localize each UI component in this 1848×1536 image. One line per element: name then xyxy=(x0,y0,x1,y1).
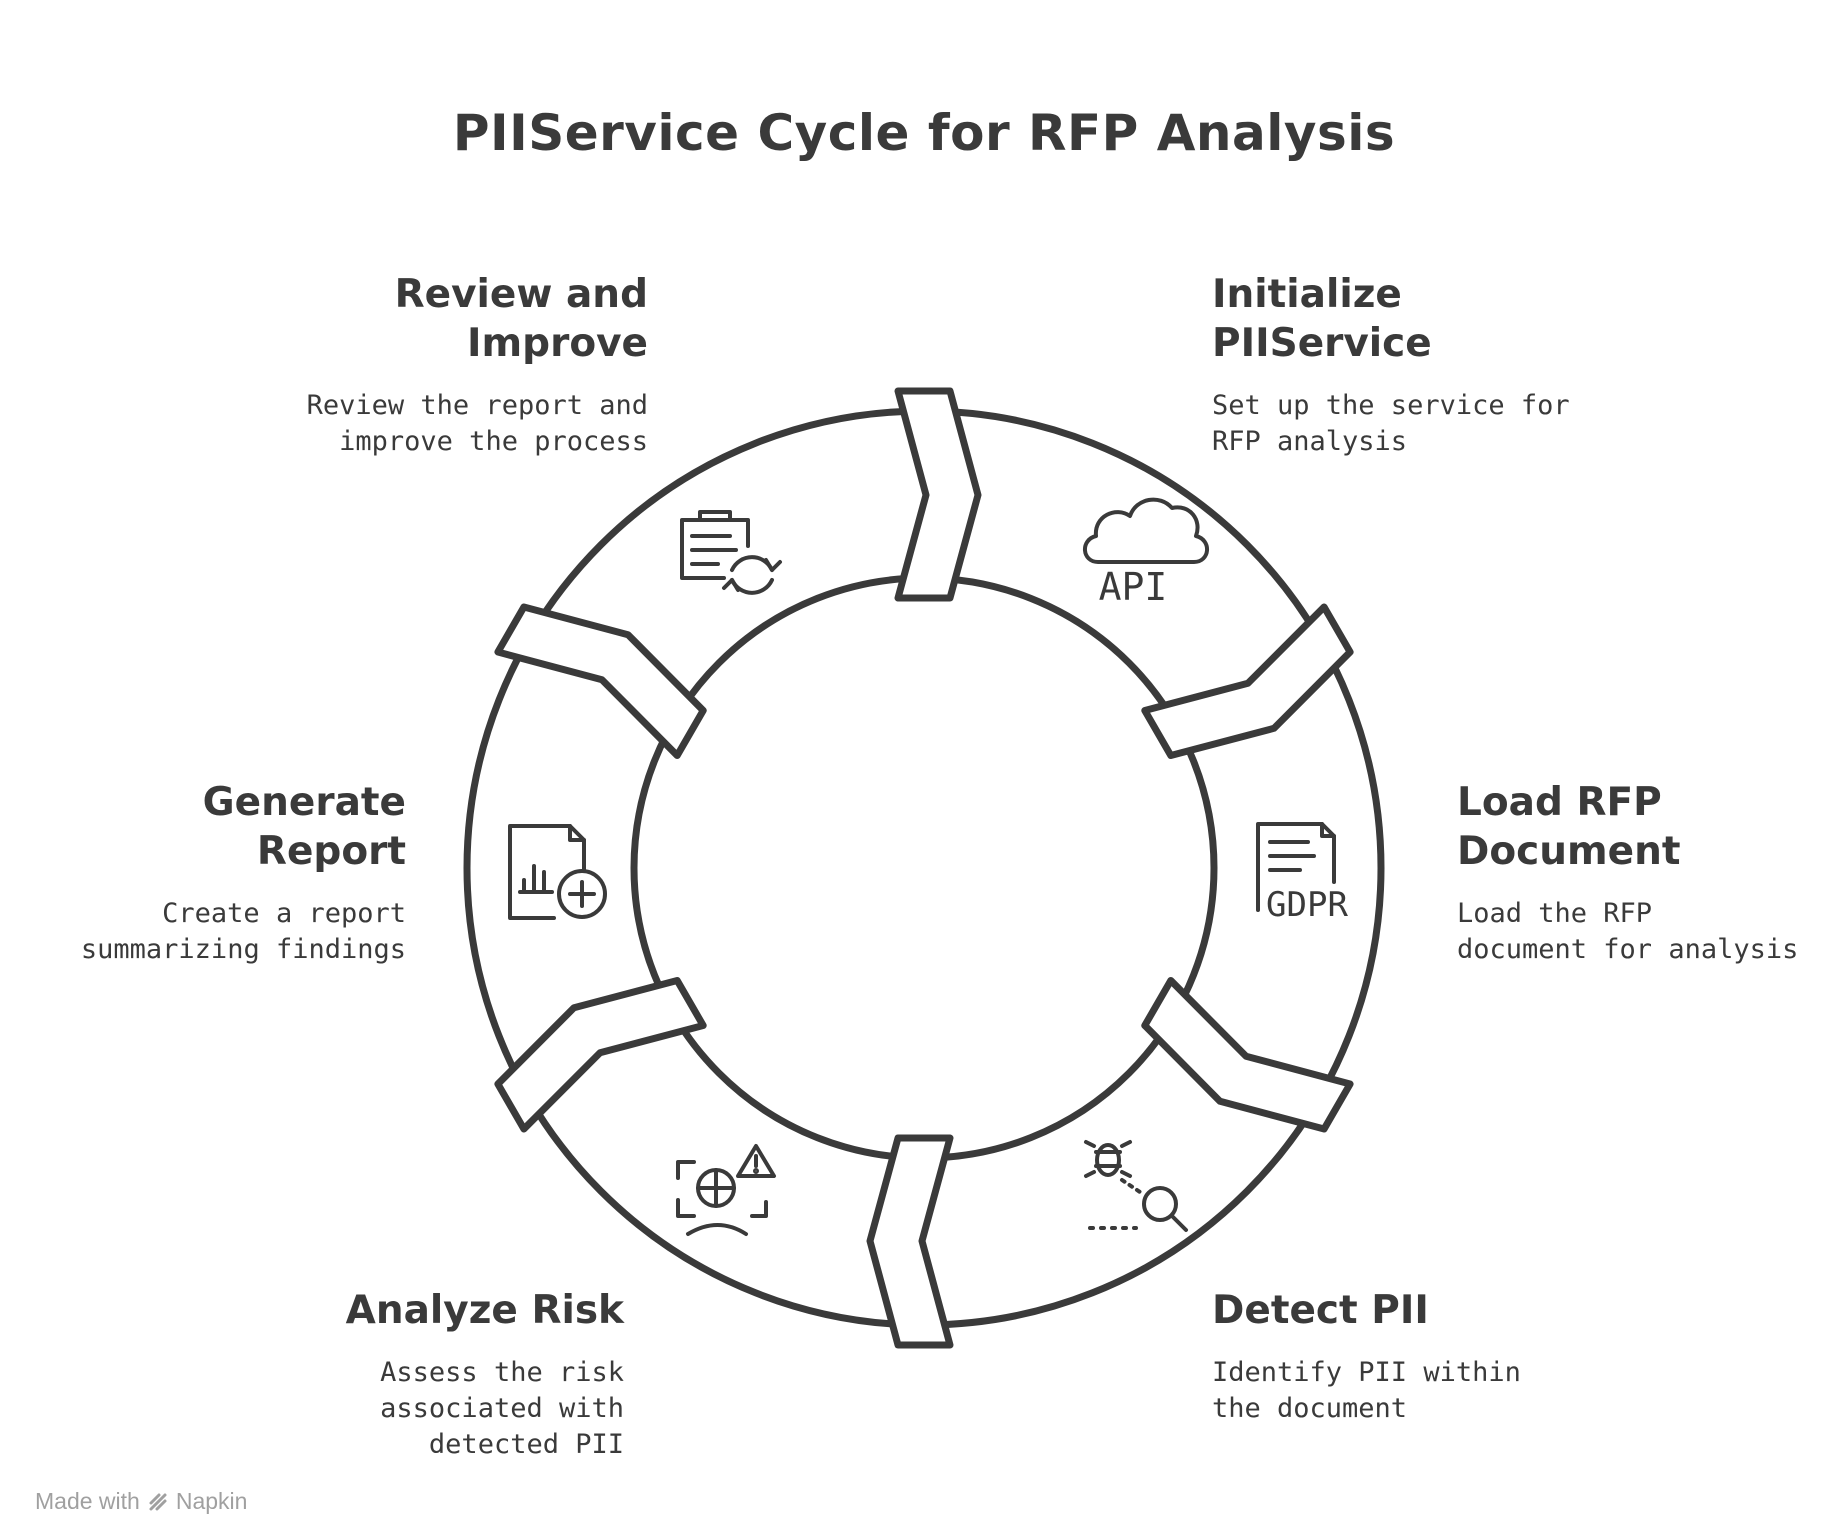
cycle-arrow xyxy=(1141,977,1354,1133)
step-title-line: Report xyxy=(256,829,406,874)
step-title-line: Generate xyxy=(202,780,406,825)
step-title-line: Load RFP xyxy=(1457,780,1662,825)
footer-attribution: Made with Napkin xyxy=(35,1488,247,1515)
cycle-arrows xyxy=(494,387,1354,1349)
cycle-arrow xyxy=(494,977,707,1133)
step-desc-line: Identify PII within xyxy=(1212,1357,1521,1388)
footer-brand: Napkin xyxy=(175,1488,248,1514)
gdpr-document-icon: GDPR xyxy=(1256,822,1348,925)
report-add-icon xyxy=(508,824,607,920)
step-analyze-risk: Analyze Risk Assess the risk associated w… xyxy=(346,1286,624,1463)
cycle-arrow xyxy=(866,1134,954,1349)
step-desc-line: Assess the risk xyxy=(380,1357,624,1388)
diagram-title: PIIService Cycle for RFP Analysis xyxy=(452,104,1396,162)
step-desc-line: document for analysis xyxy=(1457,934,1799,965)
step-desc-line: RFP analysis xyxy=(1212,426,1408,457)
step-desc-line: Load the RFP xyxy=(1457,898,1653,929)
step-title-line: Review and xyxy=(394,272,648,317)
step-desc-line: detected PII xyxy=(428,1429,624,1460)
bug-search-icon xyxy=(1084,1140,1188,1232)
footer-made-with: Made with xyxy=(35,1488,140,1514)
step-title-line: Improve xyxy=(467,321,648,366)
step-desc-line: improve the process xyxy=(339,426,648,457)
step-title-line: Detect PII xyxy=(1212,1288,1429,1333)
risk-warning-icon xyxy=(676,1144,776,1236)
step-desc-line: Review the report and xyxy=(306,390,648,421)
step-desc-line: the document xyxy=(1212,1393,1408,1424)
gdpr-icon-label: GDPR xyxy=(1266,885,1348,925)
clipboard-refresh-icon xyxy=(680,510,782,595)
step-detect-pii: Detect PII Identify PII within the docume… xyxy=(1212,1286,1521,1427)
api-icon-label: API xyxy=(1099,565,1168,609)
step-desc-line: Create a report xyxy=(162,898,406,929)
inner-ring xyxy=(630,574,1218,1162)
step-title-line: Initialize xyxy=(1212,272,1402,317)
step-desc-line: associated with xyxy=(380,1393,624,1424)
cycle-arrow xyxy=(894,387,982,602)
cycle-arrow xyxy=(494,603,707,759)
step-desc-line: Set up the service for xyxy=(1212,390,1570,421)
step-title-line: Document xyxy=(1457,829,1681,874)
step-title-line: PIIService xyxy=(1212,321,1432,366)
cloud-api-icon: API xyxy=(1083,497,1209,609)
step-desc-line: summarizing findings xyxy=(80,934,406,965)
napkin-logo-icon xyxy=(149,1493,167,1510)
step-title-line: Analyze Risk xyxy=(345,1288,624,1333)
cycle-arrow xyxy=(1141,603,1354,759)
